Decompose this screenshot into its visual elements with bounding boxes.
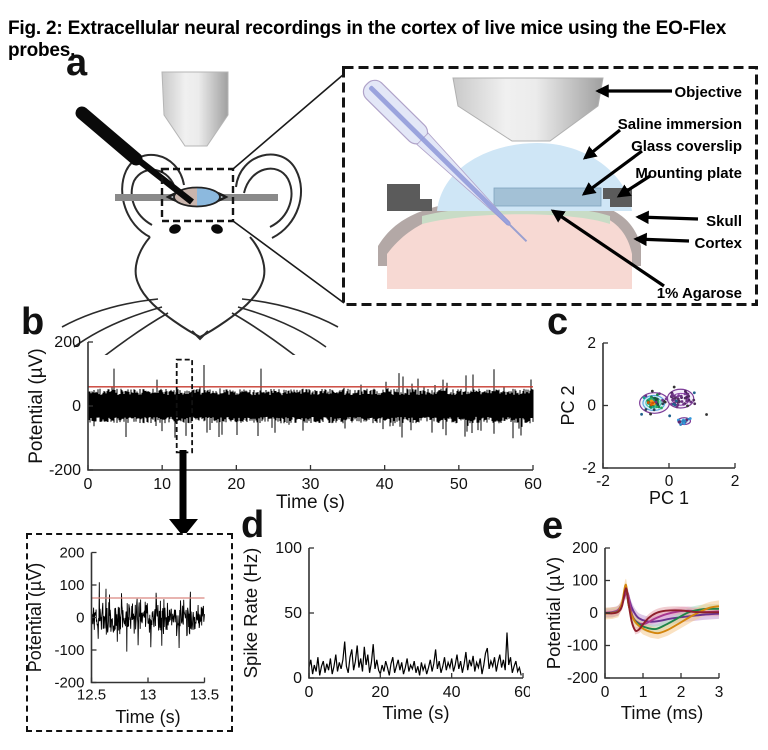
svg-text:3: 3 <box>715 684 724 701</box>
svg-text:40: 40 <box>376 476 394 493</box>
zoom_trace-data <box>91 582 205 652</box>
svg-text:0: 0 <box>305 684 314 701</box>
svg-text:Spike Rate (Hz): Spike Rate (Hz) <box>240 548 261 679</box>
svg-text:-200: -200 <box>49 462 81 479</box>
svg-text:0: 0 <box>72 398 81 415</box>
annotation-labels: Objective Saline immersion Glass coversl… <box>618 84 743 302</box>
svg-text:12.5: 12.5 <box>77 687 106 704</box>
svg-text:0: 0 <box>601 684 610 701</box>
label-coverslip: Glass coverslip <box>631 138 742 155</box>
label-cortex: Cortex <box>694 235 742 252</box>
mouse-nose <box>191 330 209 341</box>
panel-d-label: d <box>241 504 265 546</box>
svg-text:0: 0 <box>587 398 596 415</box>
svg-text:60: 60 <box>524 476 542 493</box>
svg-text:Time (s): Time (s) <box>276 492 345 512</box>
label-saline: Saline immersion <box>618 116 742 133</box>
unit-maroon-trace <box>604 587 720 633</box>
svg-text:-2: -2 <box>596 473 610 490</box>
svg-text:PC 1: PC 1 <box>649 488 689 508</box>
svg-text:-200: -200 <box>54 675 84 692</box>
panel-a-label: a <box>66 42 88 84</box>
waveforms-data <box>604 578 720 639</box>
mouse-schematic <box>61 71 339 355</box>
svg-text:0: 0 <box>665 473 674 490</box>
svg-text:0: 0 <box>293 670 302 687</box>
svg-text:10: 10 <box>153 476 171 493</box>
label-objective: Objective <box>674 84 742 101</box>
panel-e-label: e <box>542 505 564 547</box>
mouse-eye-left <box>169 224 181 234</box>
label-mounting-plate: Mounting plate <box>635 165 742 182</box>
panel-b-label: b <box>21 301 45 343</box>
svg-text:0: 0 <box>76 610 84 627</box>
svg-text:30: 30 <box>302 476 320 493</box>
svg-text:-2: -2 <box>582 460 596 477</box>
svg-text:0: 0 <box>589 605 598 622</box>
mouse-eye-right <box>211 224 223 234</box>
zoom-region-box <box>160 167 235 223</box>
svg-text:13.5: 13.5 <box>190 687 219 704</box>
svg-text:Potential (µV): Potential (µV) <box>26 348 47 464</box>
axes: -2 0 2 -2 0 2 PC 1 PC 2 <box>558 335 739 508</box>
svg-text:1: 1 <box>639 684 648 701</box>
svg-text:Potential (µV): Potential (µV) <box>28 563 45 672</box>
objective-magnified-icon <box>452 77 604 142</box>
zoom-arrow-icon <box>169 450 198 537</box>
annotation-arrows <box>550 84 699 288</box>
mouse-whiskers <box>61 298 339 355</box>
spike_rate-data <box>308 632 522 678</box>
svg-text:Time (ms): Time (ms) <box>621 702 704 723</box>
svg-text:40: 40 <box>443 684 461 701</box>
unit-maroon-band <box>605 584 719 635</box>
eo-flex-probe-icon <box>362 79 528 242</box>
svg-text:13: 13 <box>140 687 157 704</box>
svg-text:-200: -200 <box>567 670 598 687</box>
svg-text:100: 100 <box>59 577 84 594</box>
svg-text:-100: -100 <box>567 638 598 655</box>
pca-data <box>639 385 708 426</box>
svg-text:50: 50 <box>284 605 302 622</box>
pca-chart: -2 0 2 -2 0 2 PC 1 PC 2 <box>558 335 739 508</box>
svg-text:200: 200 <box>54 334 81 351</box>
cranial-window-inset: Objective Saline immersion Glass coversl… <box>342 66 758 306</box>
label-skull: Skull <box>706 213 742 230</box>
svg-text:100: 100 <box>275 540 302 557</box>
svg-text:200: 200 <box>572 540 598 557</box>
cortex-layer <box>387 206 632 289</box>
svg-text:100: 100 <box>572 573 598 590</box>
raw_trace-data <box>88 358 534 454</box>
svg-text:2: 2 <box>731 473 740 490</box>
svg-text:Potential (µV): Potential (µV) <box>543 557 564 669</box>
figure-caption: Fig. 2: Extracellular neural recordings … <box>8 18 727 61</box>
svg-text:50: 50 <box>450 476 468 493</box>
svg-text:2: 2 <box>587 335 596 352</box>
svg-text:Time (s): Time (s) <box>115 707 180 727</box>
svg-text:20: 20 <box>371 684 389 701</box>
mouse-head-outline <box>134 236 266 339</box>
svg-text:60: 60 <box>514 684 530 701</box>
svg-text:2: 2 <box>677 684 686 701</box>
label-agarose: 1% Agarose <box>657 285 742 302</box>
svg-text:200: 200 <box>59 545 84 562</box>
svg-text:-100: -100 <box>54 642 84 659</box>
svg-text:PC 2: PC 2 <box>558 385 578 425</box>
svg-text:20: 20 <box>227 476 245 493</box>
coverslip-layer <box>493 187 602 207</box>
svg-text:0: 0 <box>84 476 93 493</box>
objective-icon <box>161 71 229 147</box>
panel-c-label: c <box>547 301 569 343</box>
inset-border <box>342 66 758 306</box>
svg-text:Time (s): Time (s) <box>382 702 449 723</box>
